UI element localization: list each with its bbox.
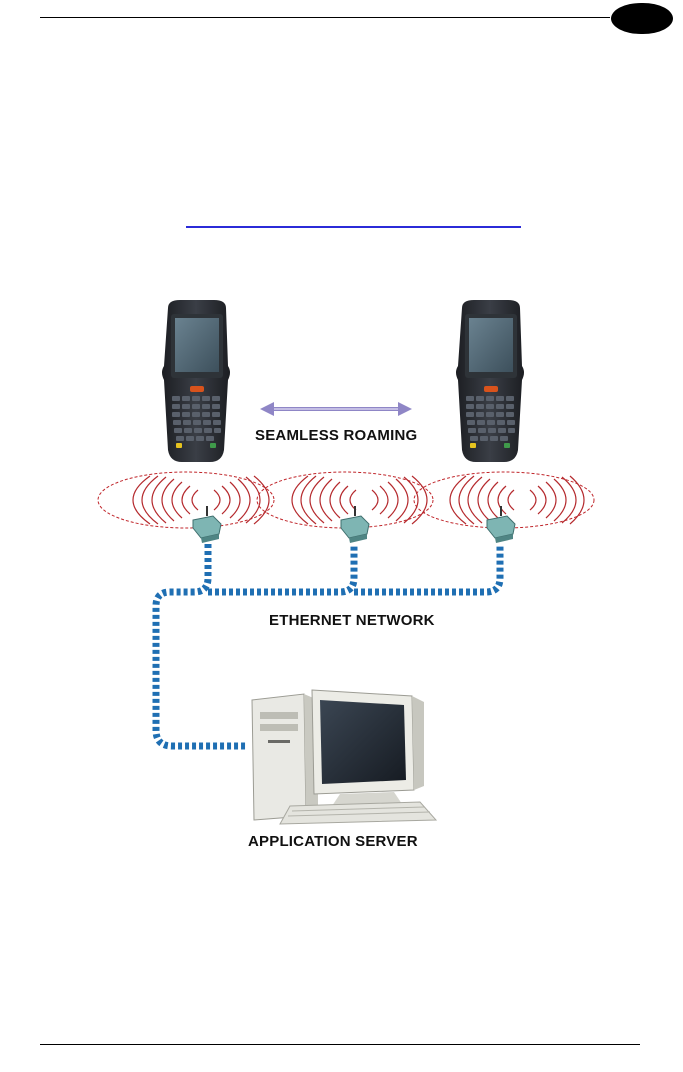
- ethernet-network-label: ETHERNET NETWORK: [269, 612, 435, 629]
- seamless-roaming-label: SEAMLESS ROAMING: [255, 427, 417, 444]
- desktop-computer-icon: [252, 690, 436, 824]
- application-server-label: APPLICATION SERVER: [248, 833, 418, 850]
- roaming-arrow: [260, 402, 412, 416]
- footer-rule: [40, 1044, 640, 1045]
- mobile-terminal-icon: [456, 300, 524, 462]
- access-point-icon: [193, 506, 221, 543]
- mobile-terminal-icon: [162, 300, 230, 462]
- access-point-icon: [487, 506, 515, 543]
